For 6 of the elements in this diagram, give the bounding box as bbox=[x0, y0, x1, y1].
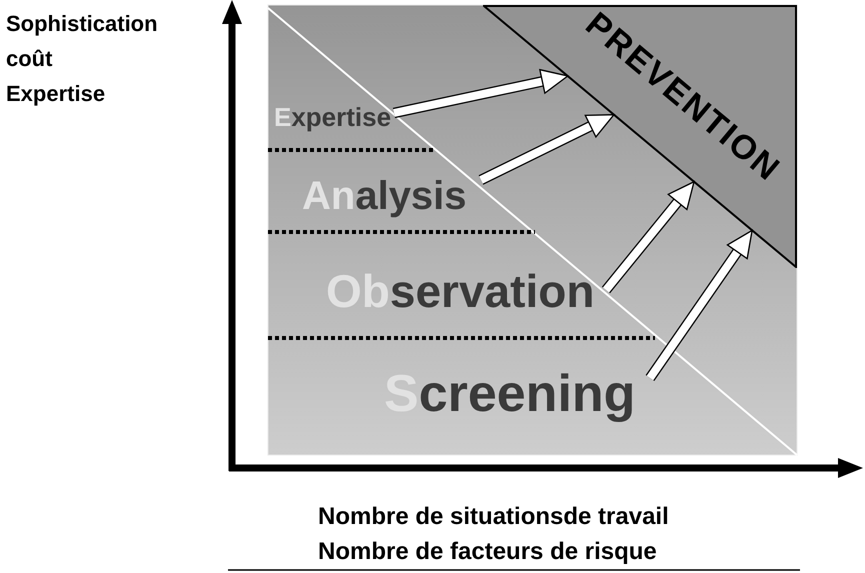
axis-label: Expertise bbox=[6, 82, 106, 106]
axis-label: Sophistication bbox=[6, 12, 158, 36]
axis-label: Nombre de facteurs de risque bbox=[318, 539, 657, 564]
level-label: Expertise bbox=[274, 104, 392, 134]
axis-label: coût bbox=[6, 47, 52, 70]
axis-label: Nombre de situationsde travail bbox=[318, 504, 669, 530]
